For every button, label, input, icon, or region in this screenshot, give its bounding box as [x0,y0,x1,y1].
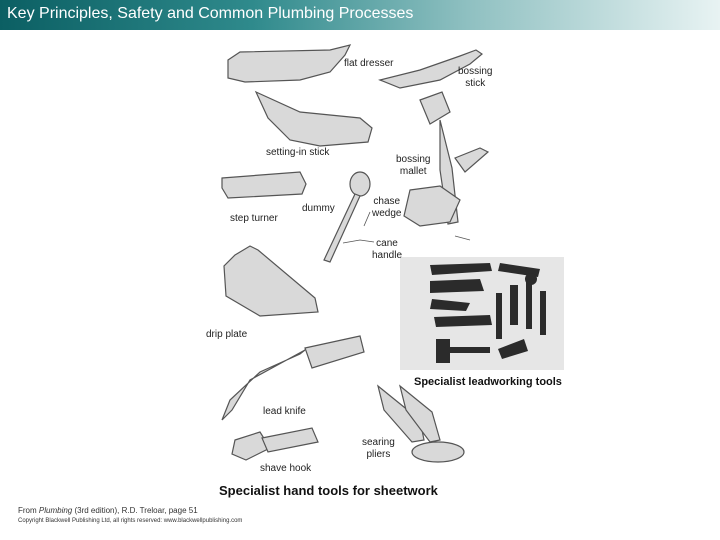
label-dummy: dummy [302,203,335,214]
citation-details: (3rd edition), R.D. Treloar, page 51 [72,506,198,515]
label-cane-handle: cane handle [372,238,403,261]
citation-book-title: Plumbing [38,506,73,515]
label-flat-dresser: flat dresser [344,58,394,69]
label-searing-pliers: searing pliers [362,437,395,460]
header-bar: Key Principles, Safety and Common Plumbi… [0,0,720,30]
label-step-turner: step turner [230,213,278,224]
copyright-notice: Copyright Blackwell Publishing Ltd, all … [18,518,243,524]
label-bossing-mallet: bossing mallet [396,154,431,177]
label-setting-in-stick: setting-in stick [266,147,330,158]
label-lead-knife: lead knife [263,406,306,417]
slide-title: Key Principles, Safety and Common Plumbi… [7,5,414,22]
caption-sheetwork-tools: Specialist hand tools for sheetwork [219,483,438,498]
leadworking-tools-image [400,257,564,370]
flat-dresser-illustration [227,44,352,83]
shave-hook-illustration [231,431,271,461]
dummy-illustration [349,171,371,197]
leadworking-tools-photo [400,257,564,370]
label-drip-plate: drip plate [206,329,248,340]
label-shave-hook: shave hook [260,463,312,474]
bossing-stick-illustration [378,49,484,89]
source-citation: From Plumbing (3rd edition), R.D. Treloa… [18,506,198,515]
step-turner-illustration [221,171,307,199]
label-bossing-stick: bossing stick [458,66,493,89]
setting-in-stick-illustration [254,90,373,147]
lead-knife-illustration [304,335,365,369]
chase-wedge-illustration [403,185,461,227]
caption-leadworking-tools: Specialist leadworking tools [414,376,562,388]
bossing-mallet-illustration [419,91,451,125]
label-chase-wedge: chase wedge [372,196,402,219]
drip-plate-illustration [223,245,319,317]
citation-prefix: From [18,506,39,515]
